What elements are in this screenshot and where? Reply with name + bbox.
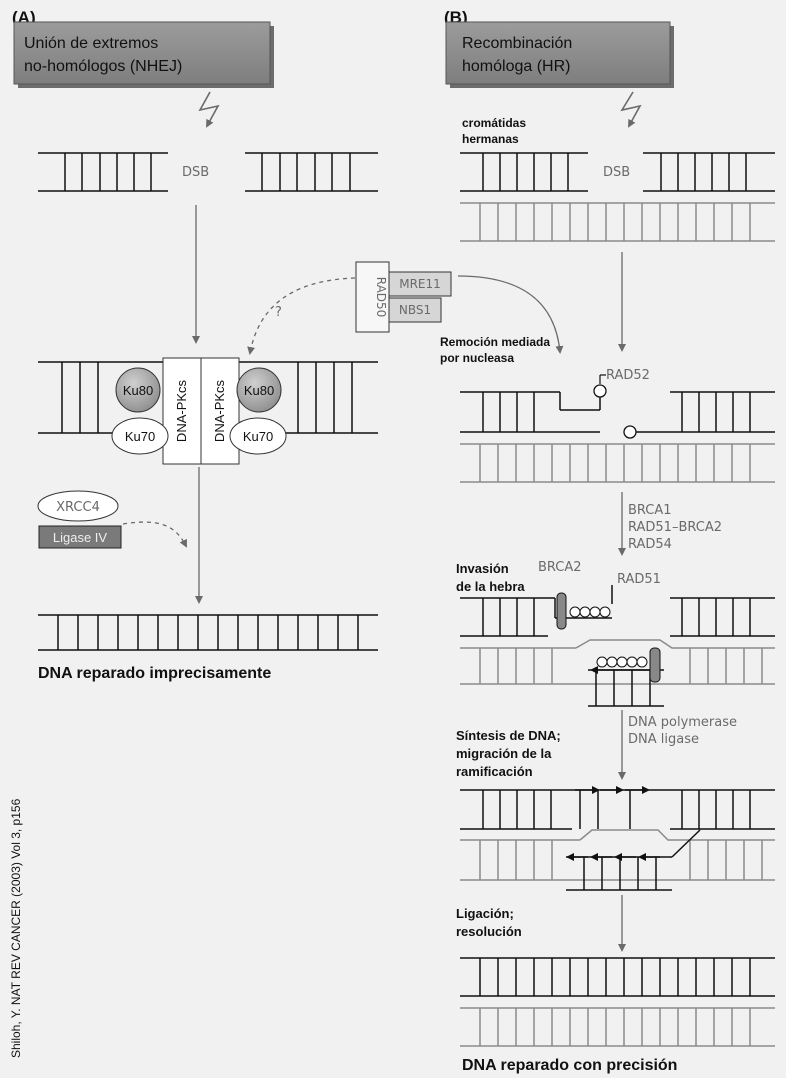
resected-dna — [460, 391, 775, 433]
resection-line1: Remoción mediada — [440, 335, 550, 349]
dna-ligase-label: DNA ligase — [628, 732, 699, 747]
repaired-dna-a — [38, 614, 378, 651]
synthesis-sister — [460, 829, 775, 881]
panel-b-title-line2: homóloga (HR) — [462, 58, 570, 75]
ku80-right-label: Ku80 — [244, 383, 274, 398]
panel-b-title-box: Recombinación homóloga (HR) — [445, 21, 674, 88]
repaired-sister-b — [460, 1007, 775, 1047]
ligation-line1: Ligación; — [456, 906, 514, 921]
panel-a-title-line1: Unión de extremos — [24, 35, 158, 52]
ku70-right-label: Ku70 — [243, 429, 273, 444]
synthesis-line1: Síntesis de DNA; — [456, 728, 561, 743]
invading-strand-sister — [460, 639, 775, 685]
rad52-protein — [593, 374, 637, 439]
panel-a-title-box: Unión de extremos no-homólogos (NHEJ) — [13, 21, 274, 88]
panel-a-title-line2: no-homólogos (NHEJ) — [24, 58, 182, 75]
question-mark: ? — [275, 305, 282, 320]
repaired-dna-b — [460, 957, 775, 997]
polymerase-label: DNA polymerase — [628, 715, 737, 730]
xrcc4-label: XRCC4 — [56, 500, 100, 515]
mre11-label: MRE11 — [399, 277, 441, 291]
dsb-label-a: DSB — [182, 165, 209, 180]
ku-dnapk-complex-dna — [38, 361, 378, 434]
dnapkcs-right-label: DNA-PKcs — [212, 379, 227, 442]
ku80-left-label: Ku80 — [123, 383, 153, 398]
dashed-arrow-mrn-to-ku — [247, 277, 356, 355]
nbs1-label: NBS1 — [399, 303, 431, 317]
ligase-iv-label: Ligase IV — [53, 530, 108, 545]
lightning-bolt-icon-b — [620, 91, 642, 128]
rad51-filament — [556, 592, 661, 683]
dsb-label-b: DSB — [603, 165, 630, 180]
ligation-line2: resolución — [456, 924, 522, 939]
sister-chromatid-1 — [460, 202, 775, 242]
result-b-label: DNA reparado con precisión — [462, 1057, 677, 1074]
ku-dnapk-complex: DNA-PKcs DNA-PKcs Ku80 Ku70 Ku80 Ku70 — [111, 357, 287, 465]
lightning-bolt-icon — [198, 91, 220, 128]
brca1-label: BRCA1 — [628, 503, 672, 518]
brca2-label: BRCA2 — [538, 560, 582, 575]
ku70-left-label: Ku70 — [125, 429, 155, 444]
broken-dna-strand-b — [460, 152, 775, 192]
sisters-line1: cromátidas — [462, 116, 526, 130]
result-a-label: DNA reparado imprecisamente — [38, 665, 271, 682]
invasion-line2: de la hebra — [456, 579, 525, 594]
sister-chromatid-2 — [460, 443, 775, 483]
mrn-complex: RAD50 MRE11 NBS1 — [355, 261, 452, 333]
synthesis-line3: ramificación — [456, 764, 533, 779]
synthesis-line2: migración de la — [456, 746, 552, 761]
sisters-line2: hermanas — [462, 132, 519, 146]
panel-b-title-line1: Recombinación — [462, 35, 572, 52]
dnapkcs-left-label: DNA-PKcs — [174, 379, 189, 442]
arrow-ligase-to-dna — [122, 521, 187, 548]
rad51-label: RAD51 — [617, 572, 661, 587]
rad51-brca2-label: RAD51–BRCA2 — [628, 520, 722, 535]
rad52-label: RAD52 — [606, 368, 650, 383]
rad50-label: RAD50 — [374, 277, 388, 318]
citation: Shiloh, Y. NAT REV CANCER (2003) Vol 3, … — [9, 798, 23, 1058]
synthesis-dna — [460, 789, 775, 830]
resection-line2: por nucleasa — [440, 351, 514, 365]
arrow-mrn-to-resection — [457, 275, 564, 354]
rad54-label: RAD54 — [628, 537, 672, 552]
synthesis-d-loop — [566, 829, 701, 891]
xrcc4-ligase-complex: XRCC4 Ligase IV — [37, 490, 122, 549]
broken-dna-strand-a — [38, 152, 378, 192]
invasion-line1: Invasión — [456, 561, 509, 576]
